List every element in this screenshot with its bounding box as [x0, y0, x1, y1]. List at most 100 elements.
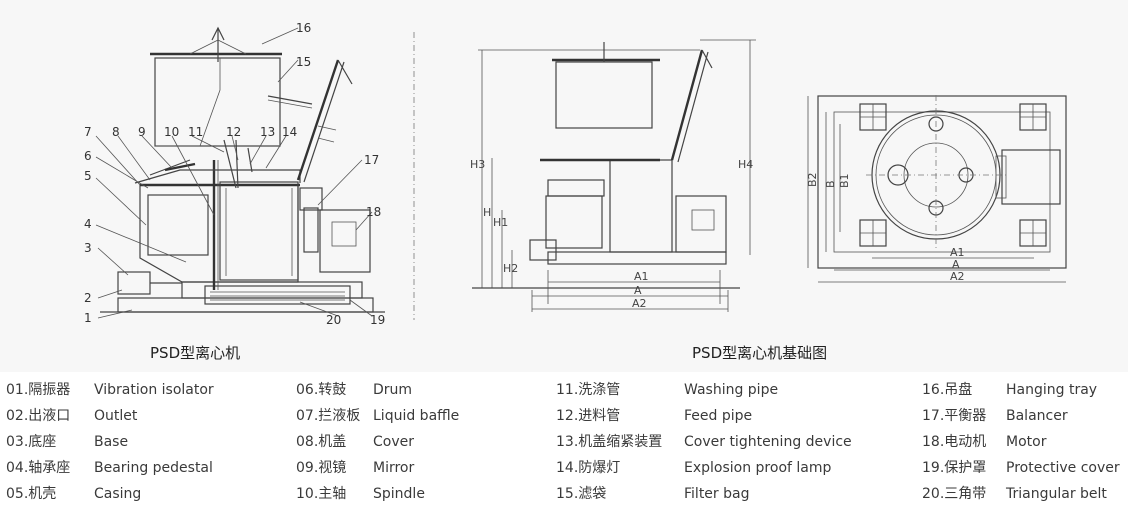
legend-item-en: Cover	[373, 434, 414, 450]
front-dimension-label: A1	[634, 270, 649, 283]
legend-item-en: Balancer	[1006, 408, 1068, 424]
legend-item-zh: 01.隔振器	[6, 382, 71, 398]
legend-item-zh: 15.滤袋	[556, 486, 607, 502]
legend-item-en: Vibration isolator	[94, 382, 214, 398]
drawing-svg: 1 2 3 4 5 6 7 8 9 10 11 12 13 14 15 16 1…	[84, 21, 1067, 362]
callout-15: 15	[296, 55, 311, 69]
callout-2: 2	[84, 291, 92, 305]
legend-item: 11.洗涤管 Washing pipe	[556, 377, 916, 403]
legend-item: 12.进料管 Feed pipe	[556, 403, 916, 429]
legend-item-en: Outlet	[94, 408, 138, 424]
callout-11: 11	[188, 125, 203, 139]
legend-column-4: 16.吊盘 Hanging tray 17.平衡器 Balancer 18.电动机 M…	[922, 377, 1122, 507]
front-dimension-label: A2	[632, 297, 647, 310]
front-dimension-label: H2	[503, 262, 518, 275]
legend-item-zh: 07.拦液板	[296, 408, 361, 424]
callout-16: 16	[296, 21, 311, 35]
callout-17: 17	[364, 153, 379, 167]
front-dimension-label: A	[634, 284, 642, 297]
legend-item-en: Washing pipe	[684, 382, 779, 398]
legend-item-en: Bearing pedestal	[94, 460, 213, 476]
front-dimension-label: H	[483, 206, 491, 219]
plan-dimension-label: B2	[806, 172, 819, 187]
technical-drawing: 1 2 3 4 5 6 7 8 9 10 11 12 13 14 15 16 1…	[84, 21, 1067, 362]
callout-3: 3	[84, 241, 92, 255]
callout-19: 19	[370, 313, 385, 327]
legend-item-zh: 08.机盖	[296, 434, 347, 450]
callout-5: 5	[84, 169, 92, 183]
callout-20: 20	[326, 313, 341, 327]
plan-dimension-label: A1	[950, 246, 965, 259]
callout-6: 6	[84, 149, 92, 163]
legend-item: 04.轴承座 Bearing pedestal	[6, 455, 286, 481]
legend-item-en: Casing	[94, 486, 142, 502]
callout-12: 12	[226, 125, 241, 139]
legend-item-zh: 03.底座	[6, 434, 57, 450]
legend-item-zh: 20.三角带	[922, 486, 987, 502]
legend-item: 05.机壳 Casing	[6, 481, 286, 507]
legend-item-en: Explosion proof lamp	[684, 460, 832, 476]
legend-item-zh: 19.保护罩	[922, 460, 987, 476]
callout-4: 4	[84, 217, 92, 231]
legend-item-en: Base	[94, 434, 129, 450]
legend-item-zh: 16.吊盘	[922, 382, 973, 398]
plan-dimension-label: B	[824, 180, 837, 188]
legend-item-en: Protective cover	[1006, 460, 1120, 476]
legend-item-zh: 04.轴承座	[6, 460, 71, 476]
centrifuge-section-view: 1 2 3 4 5 6 7 8 9 10 11 12 13 14 15 16 1…	[84, 21, 385, 327]
legend-item: 01.隔振器 Vibration isolator	[6, 377, 286, 403]
legend-item: 10.主轴 Spindle	[296, 481, 556, 507]
legend-item-en: Motor	[1006, 434, 1047, 450]
legend-item: 06.转鼓 Drum	[296, 377, 556, 403]
callout-9: 9	[138, 125, 146, 139]
legend-item-en: Filter bag	[684, 486, 750, 502]
callout-8: 8	[112, 125, 120, 139]
legend-item: 13.机盖缩紧装置 Cover tightening device	[556, 429, 916, 455]
callout-10: 10	[164, 125, 179, 139]
right-figure-caption: PSD型离心机基础图	[692, 344, 827, 362]
legend-item-zh: 06.转鼓	[296, 382, 347, 398]
plan-dimension-label: B1	[838, 173, 851, 188]
legend-item-en: Spindle	[373, 486, 425, 502]
plan-dimension-label: A2	[950, 270, 965, 283]
legend-item-zh: 05.机壳	[6, 486, 57, 502]
legend-item-en: Hanging tray	[1006, 382, 1098, 398]
left-figure-caption: PSD型离心机	[150, 344, 240, 362]
legend-column-3: 11.洗涤管 Washing pipe 12.进料管 Feed pipe 13.机盖…	[556, 377, 916, 507]
legend-item: 19.保护罩 Protective cover	[922, 455, 1122, 481]
legend-item: 18.电动机 Motor	[922, 429, 1122, 455]
legend-item: 08.机盖 Cover	[296, 429, 556, 455]
legend-item-zh: 17.平衡器	[922, 408, 987, 424]
legend-item: 16.吊盘 Hanging tray	[922, 377, 1122, 403]
legend-item-en: Drum	[373, 382, 413, 398]
front-dimension-label: H4	[738, 158, 753, 171]
foundation-plan-view: B2 B B1 A1 A A2	[806, 95, 1067, 283]
legend-item-zh: 18.电动机	[922, 434, 987, 450]
legend-item-en: Mirror	[373, 460, 415, 476]
legend-item-zh: 09.视镜	[296, 460, 347, 476]
legend-item-zh: 13.机盖缩紧装置	[556, 434, 663, 450]
legend-item: 20.三角带 Triangular belt	[922, 481, 1122, 507]
callout-14: 14	[282, 125, 297, 139]
legend-item-en: Feed pipe	[684, 408, 753, 424]
legend-item-zh: 12.进料管	[556, 408, 621, 424]
front-dimension-label: H3	[470, 158, 485, 171]
legend-item: 03.底座 Base	[6, 429, 286, 455]
legend-item-en: Liquid baffle	[373, 408, 460, 424]
legend-item-en: Cover tightening device	[684, 434, 852, 450]
legend-item: 17.平衡器 Balancer	[922, 403, 1122, 429]
legend-column-2: 06.转鼓 Drum 07.拦液板 Liquid baffle 08.机盖 Cover…	[296, 377, 556, 507]
legend-item-zh: 10.主轴	[296, 486, 347, 502]
foundation-front-view: H3 H H1 H2 H4 A1 A A2	[470, 39, 756, 312]
plan-dimension-label: A	[952, 258, 960, 271]
legend-item: 09.视镜 Mirror	[296, 455, 556, 481]
callout-18: 18	[366, 205, 381, 219]
legend-item: 07.拦液板 Liquid baffle	[296, 403, 556, 429]
legend-item-en: Triangular belt	[1006, 486, 1107, 502]
legend-item-zh: 11.洗涤管	[556, 382, 621, 398]
